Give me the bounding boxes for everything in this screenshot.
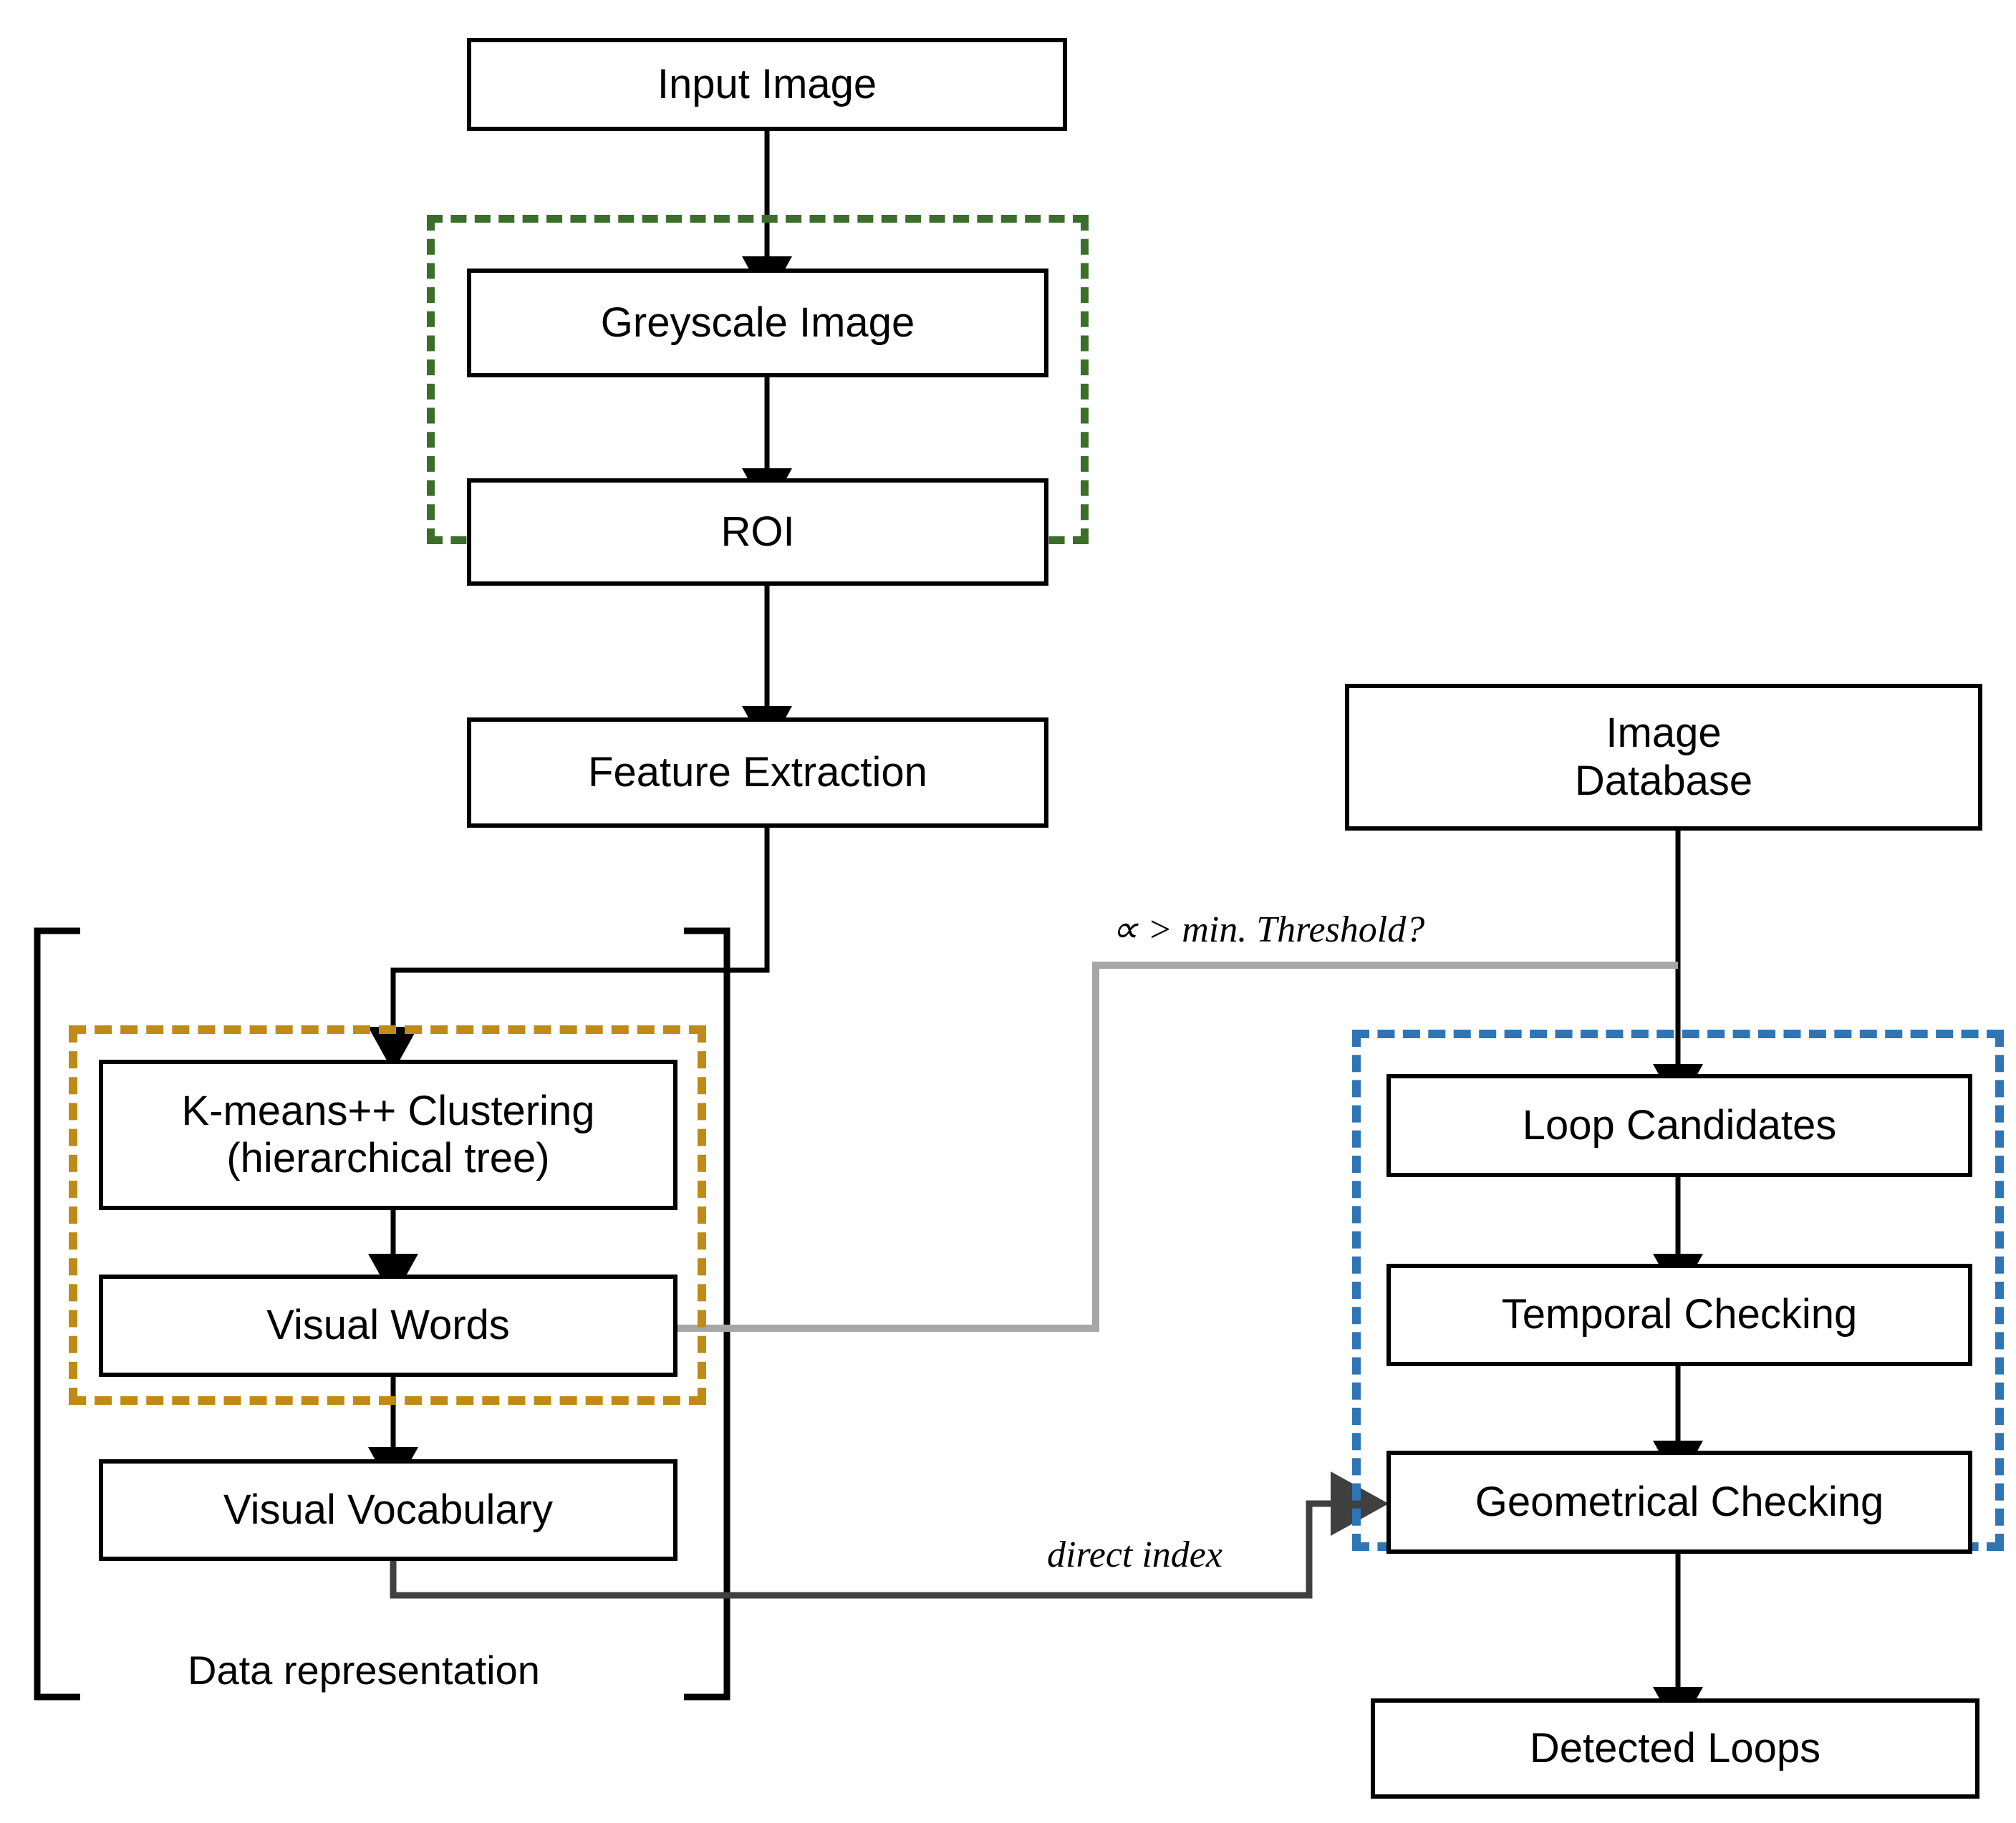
node-input-image[interactable]: Input Image [467,38,1067,131]
node-loop-candidates[interactable]: Loop Candidates [1386,1074,1972,1177]
edge-threshold-wire [659,962,1678,1332]
data-representation-caption: Data representation [188,1648,540,1693]
node-feature-extraction[interactable]: Feature Extraction [467,717,1048,828]
node-kmeans-clustering[interactable]: K-means++ Clustering (hierarchical tree) [99,1060,677,1210]
node-roi[interactable]: ROI [467,478,1048,586]
threshold-label: ∝ > min. Threshold? [1111,909,1425,950]
data-representation-bracket-right [684,927,730,1701]
edge-feature-to-kmeans [368,828,770,1072]
node-detected-loops[interactable]: Detected Loops [1371,1698,1979,1799]
node-temporal-checking[interactable]: Temporal Checking [1386,1264,1972,1366]
direct-index-label: direct index [1047,1534,1222,1575]
data-representation-bracket-left [34,927,80,1701]
node-geometrical-checking[interactable]: Geometrical Checking [1386,1451,1972,1554]
node-visual-vocabulary[interactable]: Visual Vocabulary [99,1459,677,1561]
edge-direct-index-wire [390,1471,1389,1599]
node-visual-words[interactable]: Visual Words [99,1275,677,1377]
node-image-database[interactable]: Image Database [1345,684,1982,831]
node-greyscale-image[interactable]: Greyscale Image [467,269,1048,377]
vocabulary-group [69,1025,706,1405]
